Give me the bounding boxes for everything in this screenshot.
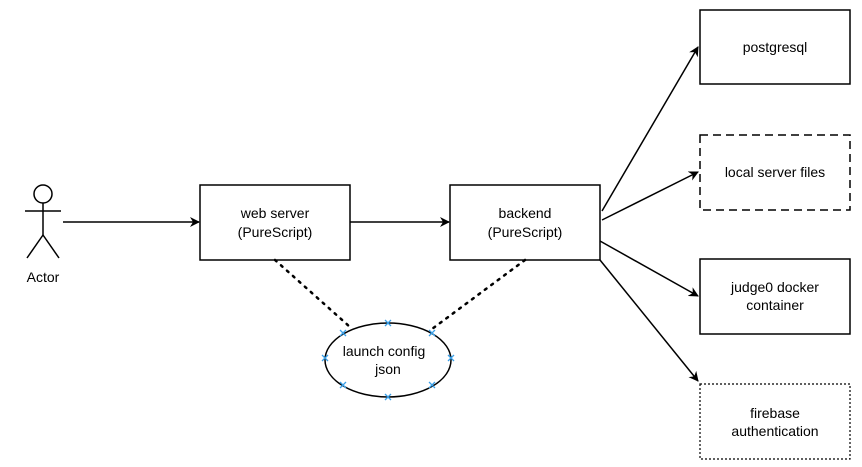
dotted-link-backend-config [430, 258, 527, 331]
actor-label: Actor [27, 269, 60, 285]
judge0-label: judge0 docker [730, 279, 819, 295]
web-server-label: web server [240, 205, 310, 221]
dotted-link-web-server-config [273, 258, 352, 329]
launch-config-sublabel: json [374, 361, 401, 377]
launch-config-label: launch config [343, 343, 426, 359]
arrow-backend-to-firebase [599, 259, 699, 382]
arrow-backend-to-judge0 [599, 240, 699, 297]
judge0-box [699, 258, 851, 335]
firebase-sublabel: authentication [731, 423, 818, 439]
firebase-box [699, 383, 851, 460]
arrow-backend-to-local-files [601, 171, 699, 221]
backend-sublabel: (PureScript) [488, 224, 563, 240]
backend-label: backend [499, 205, 552, 221]
local-server-files-box [699, 134, 851, 211]
postgresql-box [699, 9, 851, 85]
ellipse-handles [321, 319, 455, 401]
arrow-backend-to-postgresql [601, 46, 699, 212]
postgresql-label: postgresql [743, 39, 808, 55]
local-server-files-label: local server files [725, 164, 825, 180]
web-server-sublabel: (PureScript) [238, 224, 313, 240]
actor-figure [25, 184, 61, 259]
judge0-sublabel: container [746, 297, 804, 313]
web-server-box [199, 184, 351, 261]
backend-box [449, 184, 601, 261]
firebase-label: firebase [750, 405, 800, 421]
